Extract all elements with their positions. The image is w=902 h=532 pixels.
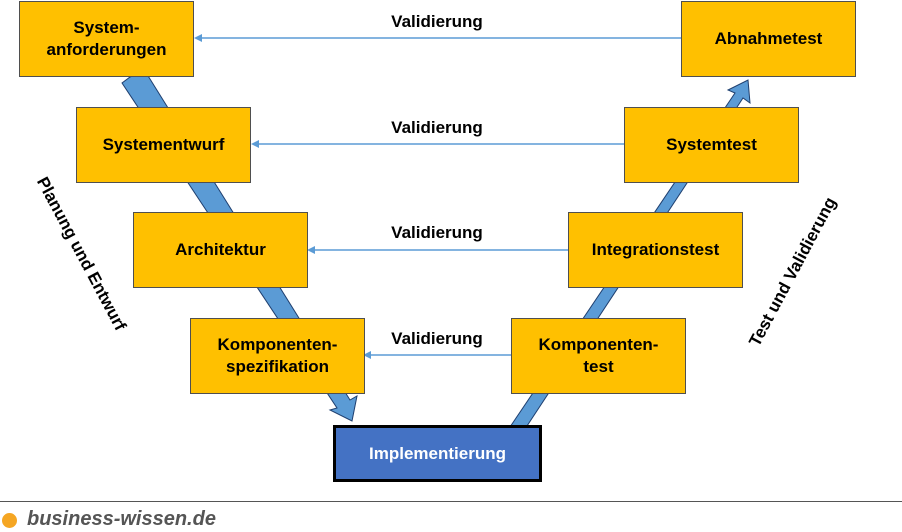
validation-arrow-1 xyxy=(194,34,682,42)
box-systementwurf: Systementwurf xyxy=(76,107,251,183)
validation-label-4: Validierung xyxy=(391,329,483,348)
box-architektur: Architektur xyxy=(133,212,308,288)
box-implementierung: Implementierung xyxy=(333,425,542,482)
box-abnahmetest: Abnahmetest xyxy=(681,1,856,77)
box-systemanforderungen: System- anforderungen xyxy=(19,1,194,77)
validation-label-2: Validierung xyxy=(391,118,483,137)
validation-arrow-3 xyxy=(307,246,568,254)
box-komponententest: Komponenten- test xyxy=(511,318,686,394)
validation-arrow-4 xyxy=(363,351,511,359)
validation-arrow-2 xyxy=(251,140,624,148)
footer-brand: business-wissen.de xyxy=(27,508,216,530)
footer-divider xyxy=(0,501,902,502)
box-komponentenspezifikation: Komponenten- spezifikation xyxy=(190,318,365,394)
brand-dot-icon xyxy=(2,513,17,528)
validation-label-3: Validierung xyxy=(391,223,483,242)
validation-label-1: Validierung xyxy=(391,12,483,31)
box-systemtest: Systemtest xyxy=(624,107,799,183)
box-integrationstest: Integrationstest xyxy=(568,212,743,288)
